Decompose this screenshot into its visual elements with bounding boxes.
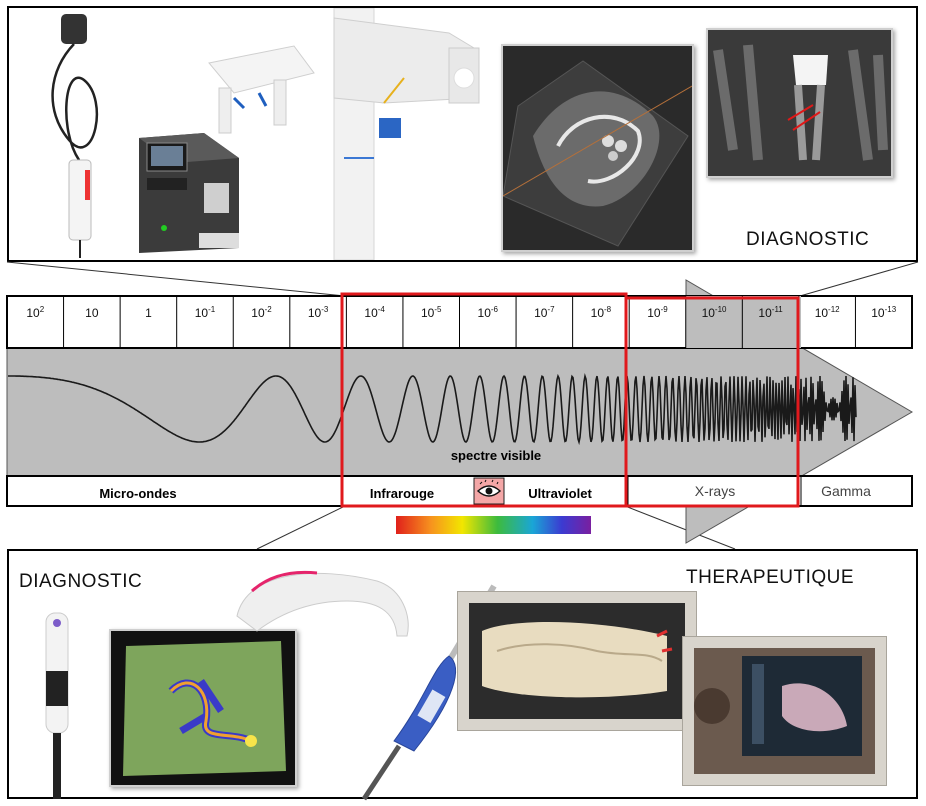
scale-tick-label: 10-12 (815, 305, 840, 320)
scale-tick-label: 10-9 (647, 305, 668, 320)
bottom-panel-label-right: THERAPEUTIQUE (686, 567, 855, 588)
scale-tick-label: 1 (145, 306, 152, 320)
scale-tick-label: 10-11 (758, 305, 783, 320)
scale-tick-label: 10-2 (251, 305, 272, 320)
bottom-panel-label-left: DIAGNOSTIC (19, 571, 143, 592)
band-label-infrared: Infrarouge (370, 486, 434, 501)
scale-tick-label: 10-3 (308, 305, 329, 320)
band-label-microwaves: Micro-ondes (99, 486, 176, 501)
band-label-xrays: X-rays (695, 483, 735, 499)
scale-tick-label: 10-6 (478, 305, 499, 320)
highlight-xrays (624, 296, 800, 508)
cad-scan-screen-icon (456, 590, 698, 732)
top-panel-label: DIAGNOSTIC (746, 229, 870, 250)
scale-tick-label: 10-10 (702, 305, 727, 320)
dental-radiograph-icon (706, 28, 893, 178)
connector-line (799, 261, 919, 297)
panoramic-xray-machine-icon (204, 7, 494, 261)
band-label-ultraviolet: Ultraviolet (528, 486, 592, 501)
scale-tick-label: 10-8 (591, 305, 612, 320)
band-label-gamma: Gamma (821, 483, 871, 499)
scale-tick-label: 10-4 (364, 305, 385, 320)
visible-color-bar (396, 516, 591, 534)
scale-tick-label: 10-1 (195, 305, 216, 320)
scale-tick-label: 10 (85, 306, 99, 320)
clinic-monitor-icon (681, 635, 888, 787)
scale-tick-label: 102 (26, 305, 44, 320)
wavelength-scale: 102 10 1 10-1 10-2 10-3 10-4 10-5 10-6 10-7 10-8 10… (6, 295, 913, 349)
fluorescence-image-icon (109, 629, 297, 787)
bottom-diagnostic-therapeutic-panel: DIAGNOSTIC THERAPEUTIQUE (7, 549, 918, 801)
scale-tick-label: 10-13 (871, 305, 896, 320)
eye-icon (473, 477, 505, 505)
intraoral-camera-icon (34, 611, 84, 799)
connector-line (624, 505, 736, 550)
scale-tick-label: 10-5 (421, 305, 442, 320)
wave-curve (8, 372, 857, 446)
cbct-slice-icon (501, 44, 694, 252)
intraoral-sensor-icon (39, 10, 119, 260)
imaging-unit-icon (129, 128, 244, 258)
connector-line (256, 505, 346, 550)
connector-line (6, 261, 346, 297)
visible-spectrum-label: spectre visible (451, 448, 541, 463)
top-diagnostic-panel: DIAGNOSTIC (7, 6, 918, 262)
curing-light-icon (227, 561, 417, 641)
scale-tick-label: 10-7 (534, 305, 555, 320)
